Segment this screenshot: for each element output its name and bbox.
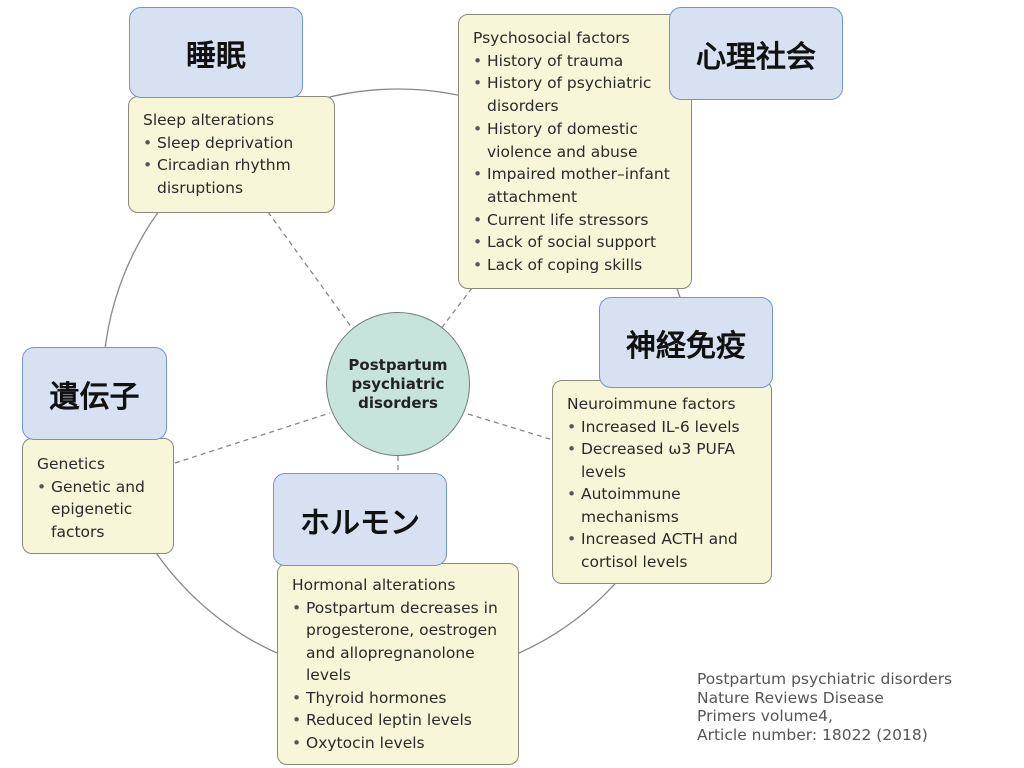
list-item: Circadian rhythm disruptions <box>143 154 297 199</box>
list-item: Reduced leptin levels <box>292 709 508 732</box>
list-item: Autoimmune mechanisms <box>567 483 711 528</box>
sleep-box: Sleep alterations Sleep deprivation Circ… <box>128 96 335 213</box>
citation-line: Article number: 18022 (2018) <box>697 725 928 744</box>
psychosocial-heading: Psychosocial factors <box>473 29 630 47</box>
psychosocial-box: Psychosocial factors History of trauma H… <box>458 14 692 289</box>
list-item: Current life stressors <box>473 209 681 232</box>
hormonal-label: ホルモン <box>273 473 447 566</box>
genetics-box: Genetics Genetic and epigenetic factors <box>22 438 174 554</box>
genetics-label: 遺伝子 <box>22 347 167 440</box>
sleep-label: 睡眠 <box>129 7 303 98</box>
neuroimmune-heading: Neuroimmune factors <box>567 395 736 413</box>
connector-sleep <box>267 211 353 329</box>
citation-line: Primers volume4, <box>697 707 833 725</box>
list-item: Genetic and epigenetic factors <box>37 476 161 544</box>
hormonal-box: Hormonal alterations Postpartum decrease… <box>277 563 519 765</box>
list-item: Thyroid hormones <box>292 687 508 710</box>
psychosocial-label-text: 心理社会 <box>696 39 816 75</box>
center-node: Postpartum psychiatric disorders <box>326 312 470 456</box>
hormonal-heading: Hormonal alterations <box>292 576 456 594</box>
neuroimmune-box: Neuroimmune factors Increased IL-6 level… <box>552 380 772 584</box>
connector-psychosocial <box>439 287 473 331</box>
list-item: Lack of coping skills <box>473 254 681 277</box>
genetics-heading: Genetics <box>37 455 105 473</box>
sleep-heading: Sleep alterations <box>143 111 275 129</box>
list-item: History of domestic violence and abuse <box>473 118 667 163</box>
citation: Postpartum psychiatric disorders Nature … <box>697 670 952 744</box>
connector-genetics <box>174 412 331 464</box>
list-item: History of trauma <box>473 50 681 73</box>
list-item: Lack of social support <box>473 231 681 254</box>
connector-neuroimmune <box>467 413 554 441</box>
list-item: Increased IL-6 levels <box>567 416 761 439</box>
genetics-label-text: 遺伝子 <box>49 379 140 415</box>
neuroimmune-label: 神経免疫 <box>599 297 773 388</box>
list-item: Increased ACTH and cortisol levels <box>567 528 761 573</box>
list-item: Oxytocin levels <box>292 732 508 755</box>
list-item: Sleep deprivation <box>143 132 324 155</box>
list-item: Postpartum decreases in progesterone, oe… <box>292 597 506 687</box>
neuroimmune-label-text: 神経免疫 <box>626 328 746 364</box>
citation-line: Postpartum psychiatric disorders <box>697 670 953 688</box>
sleep-label-text: 睡眠 <box>186 38 246 74</box>
citation-line: Nature Reviews Disease <box>697 688 884 707</box>
list-item: History of psychiatric disorders <box>473 72 667 117</box>
list-item: Decreased ω3 PUFA levels <box>567 438 756 483</box>
center-title: Postpartum psychiatric disorders <box>348 355 448 412</box>
hormonal-label-text: ホルモン <box>300 505 420 541</box>
psychosocial-label: 心理社会 <box>669 7 843 100</box>
list-item: Impaired mother–infant attachment <box>473 163 692 208</box>
